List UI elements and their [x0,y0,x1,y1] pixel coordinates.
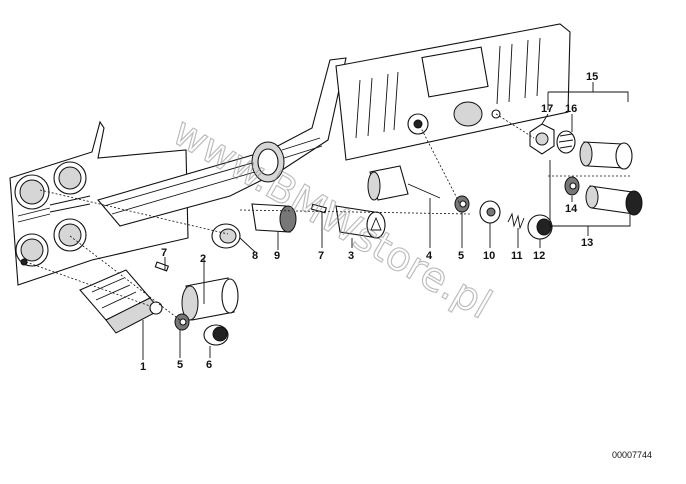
callout-9: 9 [274,250,280,262]
part-13-lighter-body [585,185,643,216]
part-15-cigar-lighter [579,141,633,170]
callout-15: 15 [586,71,598,83]
callout-3: 3 [348,250,354,262]
part-6-cap [203,324,229,346]
callouts: 1 2 3 4 5 5 6 7 7 8 9 10 11 12 13 14 15 … [140,71,598,373]
part-17-nut [529,123,555,155]
right-switch-panel [335,23,571,161]
part-5-bulb-holder-left [174,313,190,331]
reference-number: 00007744 [612,450,652,460]
assembly-lines [25,113,630,321]
callout-7-left: 7 [161,247,167,259]
callout-4: 4 [426,250,433,262]
center-console-trim [97,57,347,227]
part-16-spring [556,130,576,154]
callout-14: 14 [565,203,578,215]
callout-7-right: 7 [318,250,324,262]
part-11-spring [507,212,525,230]
part-7-bulb-right [310,203,327,214]
callout-13: 13 [581,237,593,249]
part-3-hazard-switch [335,205,386,239]
part-8-lens-ring [211,223,241,249]
callout-2: 2 [200,253,206,265]
part-2-round-switch [181,277,239,321]
callout-11: 11 [511,250,523,262]
part-4-rotary-switch [367,165,441,201]
callout-10: 10 [483,250,495,262]
callout-6: 6 [206,359,212,371]
part-7-bulb-left [154,261,170,272]
callout-1: 1 [140,361,146,373]
part-10-washer [479,200,501,224]
part-14-insert [564,176,580,196]
callout-8: 8 [252,250,258,262]
callout-5-left: 5 [177,359,183,371]
callout-5-right: 5 [458,250,464,262]
part-5-bulb-holder-right [454,195,470,213]
callout-17: 17 [541,103,553,115]
callout-16: 16 [565,103,577,115]
part-12-cap [527,214,553,240]
callout-12: 12 [533,250,545,262]
part-1-switch-housing [79,269,163,334]
leader-lines [142,82,631,360]
